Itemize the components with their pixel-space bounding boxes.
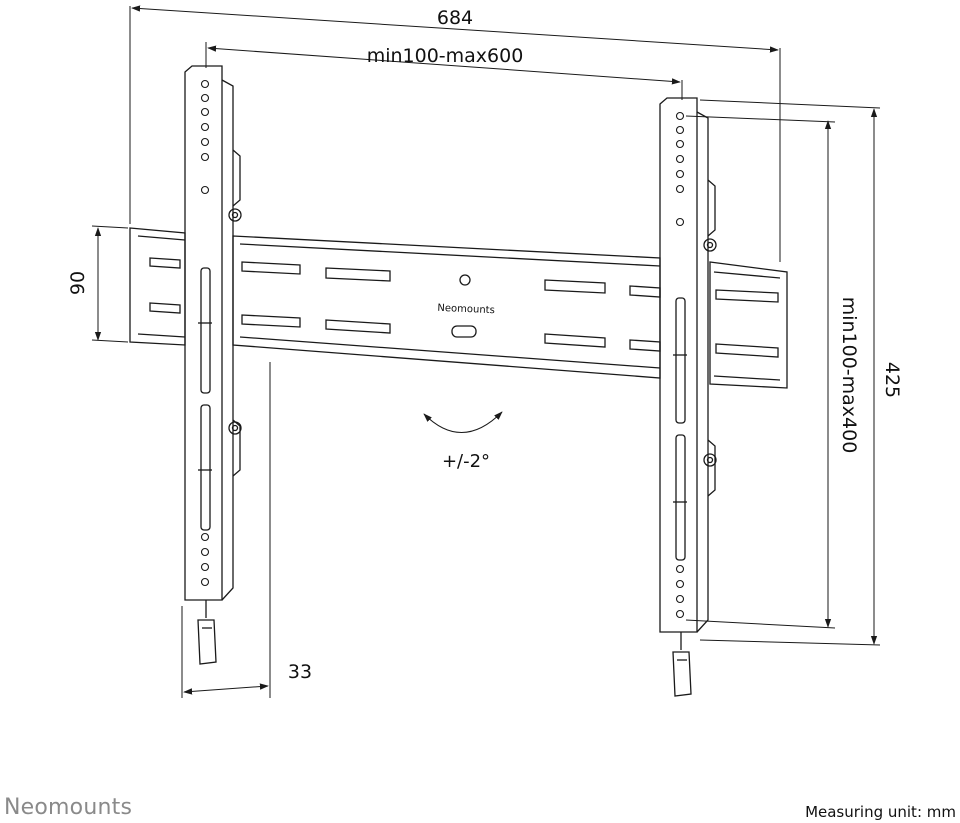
overall-width-label: 684 — [437, 7, 473, 29]
tilt-label: +/-2° — [442, 451, 490, 472]
vesa-height-label: min100-max400 — [838, 297, 860, 454]
measuring-unit-note: Measuring unit: mm — [805, 803, 956, 821]
dimension-lines — [91, 5, 881, 698]
depth-label: 33 — [288, 661, 312, 683]
footer-brand-logo: Neomounts — [4, 795, 133, 820]
overall-height-label: 425 — [881, 362, 903, 398]
right-arm-holes — [675, 111, 685, 619]
left-arm-holes — [200, 79, 210, 587]
rail-height-label: 90 — [67, 271, 89, 295]
left-mounting-arm — [184, 65, 242, 665]
rail-brand-label: Neomounts — [437, 303, 495, 316]
wall-rail — [129, 227, 788, 389]
vesa-width-label: min100-max600 — [367, 45, 524, 67]
right-mounting-arm — [659, 97, 717, 697]
